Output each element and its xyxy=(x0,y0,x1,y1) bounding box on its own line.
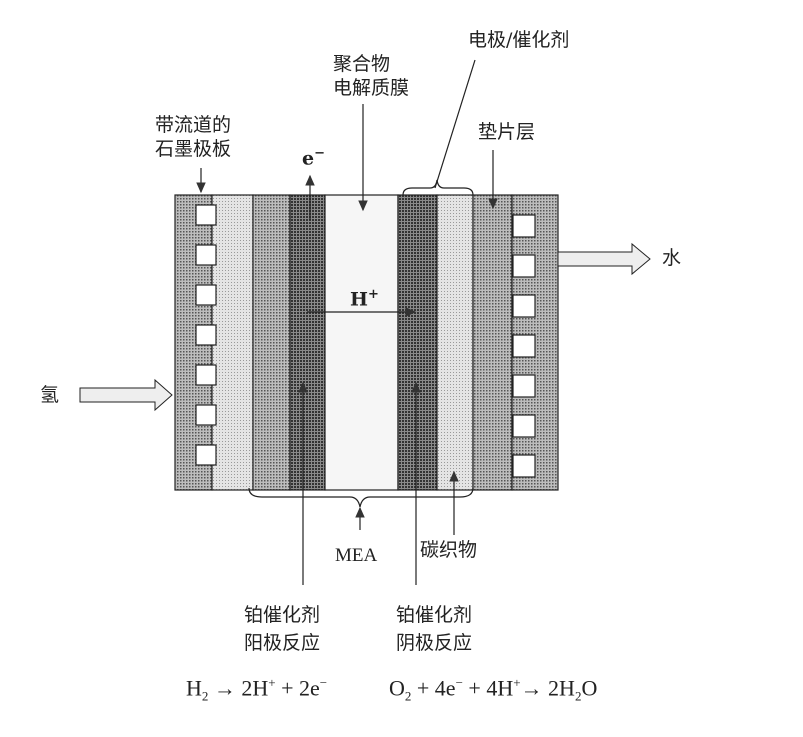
graphite-plate-label: 带流道的石墨极板 xyxy=(155,114,232,160)
gasket-label: 垫片层 xyxy=(478,121,536,143)
anode-reaction-label: 铂催化剂阳极反应 xyxy=(244,604,321,654)
cathode-catalyst-layer xyxy=(397,194,438,491)
water-outlet-arrow xyxy=(557,242,651,276)
cathode-carbon-cloth xyxy=(436,194,474,491)
electrode-brace xyxy=(402,179,474,196)
hydrogen-inlet-arrow xyxy=(79,378,173,412)
hydrogen-label: 氢 xyxy=(40,384,60,406)
cathode-equation: O2 + 4e− + 4H+→ 2H2O xyxy=(389,675,598,704)
carbon-cloth-label: 碳织物 xyxy=(420,539,478,561)
water-label: 水 xyxy=(662,247,682,269)
electrode-catalyst-label: 电极/催化剂 xyxy=(468,29,570,51)
anode-equation: H2 → 2H+ + 2e− xyxy=(186,675,328,704)
anode-carbon-cloth xyxy=(252,194,291,491)
mea-label: MEA xyxy=(335,545,378,566)
electrode-pointer xyxy=(434,59,476,189)
cathode-reaction-label: 铂催化剂阴极反应 xyxy=(396,604,473,654)
membrane-label: 聚合物电解质膜 xyxy=(333,53,410,99)
anode-catalyst-layer xyxy=(289,194,326,491)
electron-label: e− xyxy=(302,146,325,170)
cathode-gasket-layer xyxy=(472,194,513,491)
flow-channels xyxy=(195,204,536,478)
proton-label: H+ xyxy=(350,287,379,311)
mea-brace xyxy=(248,487,474,508)
polymer-electrolyte-membrane xyxy=(324,194,399,491)
anode-gasket-layer xyxy=(211,194,254,491)
